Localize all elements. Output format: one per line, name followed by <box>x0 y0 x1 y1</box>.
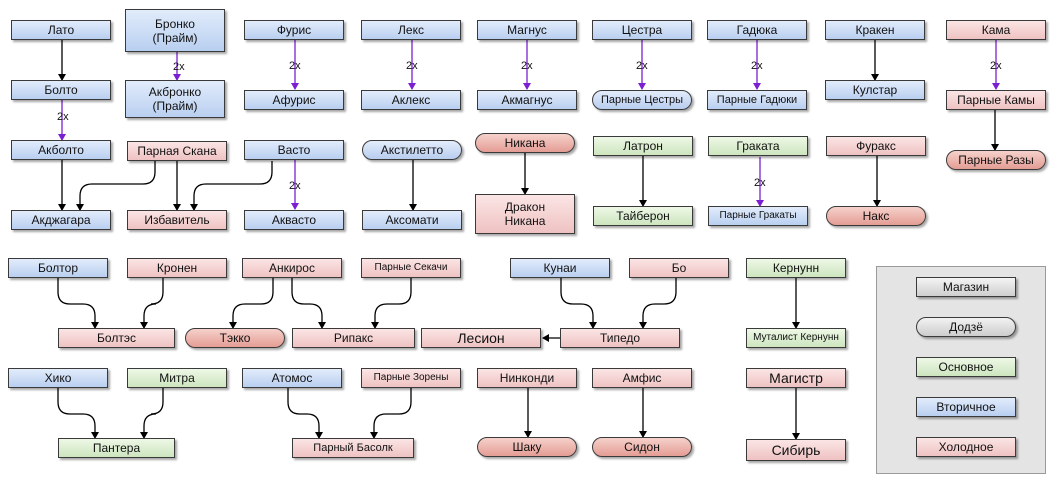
node-kulstar: Кулстар <box>825 80 925 100</box>
mult-label: 2x <box>57 111 69 123</box>
node-kernunn: Кернунн <box>746 258 846 278</box>
arrow-zoreny-basolk <box>370 388 412 439</box>
mult-label: 2x <box>173 61 185 73</box>
node-akdzhagara: Акджагара <box>11 210 111 230</box>
node-kronen: Кронен <box>127 258 227 278</box>
node-ripaks: Рипакс <box>292 328 415 348</box>
node-naks: Накс <box>826 206 926 226</box>
node-akleks: Аклекс <box>361 90 461 110</box>
node-aksomati: Аксомати <box>362 210 462 230</box>
node-parny-basolk: Парный Басолк <box>292 438 414 458</box>
node-leks: Лекс <box>361 20 461 40</box>
node-amfis: Амфис <box>592 368 692 388</box>
node-akstiletto: Акстилетто <box>362 140 462 160</box>
arrow-kunai-tipedo <box>560 278 597 329</box>
legend-dojo: Додзё <box>916 317 1016 337</box>
multiplier-labels: 2x 2x 2x 2x 2x 2x 2x 2x 2x 2x <box>57 60 1002 192</box>
node-tipedo: Типедо <box>560 328 680 348</box>
node-parnye-cestry: Парные Цестры <box>592 90 692 110</box>
mult-label: 2x <box>636 60 648 72</box>
node-parnye-grakaty: Парные Гракаты <box>708 206 808 226</box>
node-mitra: Митра <box>127 368 227 388</box>
mult-label: 2x <box>521 60 533 72</box>
mult-label: 2x <box>289 180 301 192</box>
node-ninkondi: Нинконди <box>477 368 577 388</box>
node-atomos: Атомос <box>242 368 342 388</box>
node-bolto: Болто <box>11 80 111 100</box>
node-drakon-nikana: Дракон Никана <box>475 194 575 234</box>
node-parnaya-skana: Парная Скана <box>127 141 227 161</box>
legend-cold: Холодное <box>916 437 1016 457</box>
node-cestra: Цестра <box>592 20 692 40</box>
mult-label: 2x <box>751 60 763 72</box>
arrow-vasto-izbavitel <box>190 161 273 211</box>
black-arrows <box>58 40 999 440</box>
node-lesion: Лесион <box>421 328 541 348</box>
node-kraken: Кракен <box>825 20 925 40</box>
node-tayberon: Тайберон <box>593 206 693 226</box>
mult-label: 2x <box>289 60 301 72</box>
node-ankiros: Анкирос <box>242 258 342 278</box>
purple-arrows <box>58 40 1000 210</box>
node-shaku: Шаку <box>477 437 577 457</box>
arrow-ankiros-tekko <box>229 278 274 329</box>
mult-label: 2x <box>990 60 1002 72</box>
node-lato: Лато <box>11 20 111 40</box>
arrow-boltor-bolteis <box>57 278 99 329</box>
node-sidon: Сидон <box>592 437 692 457</box>
node-izbavitel: Избавитель <box>127 210 227 230</box>
mult-label: 2x <box>754 177 766 189</box>
node-furis: Фурис <box>244 20 344 40</box>
black-curved-arrows <box>57 161 677 439</box>
node-nikana: Никана <box>475 133 575 153</box>
node-grakata: Граката <box>708 136 808 156</box>
arrow-skana-akdzhagara <box>76 161 156 211</box>
node-sibir: Сибирь <box>746 439 846 461</box>
node-magnus: Магнус <box>477 20 577 40</box>
legend-main: Основное <box>916 357 1016 377</box>
legend-secondary: Вторичное <box>916 397 1016 417</box>
node-mutalist-kernunn: Муталист Кернунн <box>746 328 846 348</box>
node-kunai: Кунаи <box>510 258 610 278</box>
arrow-ankiros-ripaks <box>291 278 326 329</box>
arrow-kronen-bolteis <box>140 278 164 329</box>
node-boltor: Болтор <box>8 258 108 278</box>
node-gadyuka: Гадюка <box>707 20 807 40</box>
node-khiko: Хико <box>8 368 108 388</box>
node-akbronko: Акбронко (Прайм) <box>125 80 225 118</box>
arrow-mitra-pantera <box>140 388 164 439</box>
legend-shop: Магазин <box>916 277 1016 297</box>
mult-label: 2x <box>406 60 418 72</box>
node-parnye-razy: Парные Разы <box>946 150 1046 170</box>
arrow-atomos-basolk <box>287 388 323 439</box>
node-parnye-sekachi: Парные Секачи <box>361 258 461 278</box>
node-kama: Кама <box>946 20 1046 40</box>
node-parnye-kamy: Парные Камы <box>946 90 1046 110</box>
node-bo: Бо <box>629 258 729 278</box>
node-tekko: Тэкко <box>185 328 285 348</box>
node-pantera: Пантера <box>58 438 175 458</box>
arrow-sekachi-ripaks <box>371 278 412 329</box>
node-latron: Латрон <box>593 136 693 156</box>
node-parnye-zoreny: Парные Зорены <box>361 368 461 388</box>
node-akbolto: Акболто <box>11 140 111 160</box>
node-bolteis: Болтэс <box>58 328 175 348</box>
arrow-khiko-pantera <box>57 388 99 439</box>
node-akmagnus: Акмагнус <box>477 90 577 110</box>
node-vasto: Васто <box>244 140 344 160</box>
node-bronko: Бронко (Прайм) <box>125 9 225 52</box>
node-furaks: Фуракс <box>826 136 926 156</box>
arrow-bo-tipedo <box>639 278 677 329</box>
node-magistr: Магистр <box>746 368 846 388</box>
node-parnye-gadyuki: Парные Гадюки <box>707 90 807 110</box>
node-afuris: Афурис <box>244 90 344 110</box>
node-akvasto: Аквасто <box>244 210 344 230</box>
